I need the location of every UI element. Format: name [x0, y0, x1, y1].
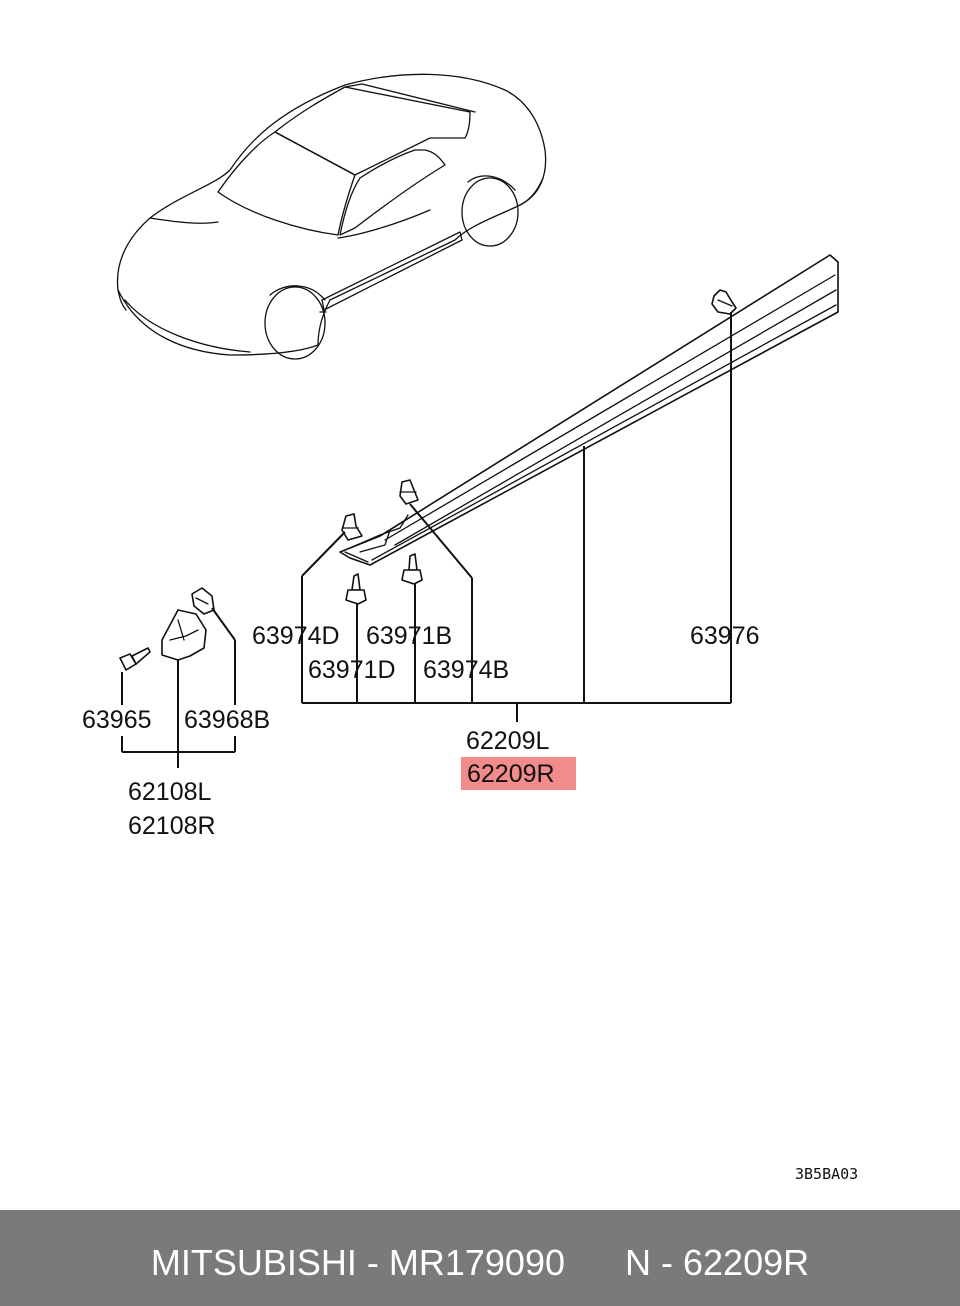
mud-guard-assembly: [119, 587, 215, 671]
clip-63974d-icon: [341, 513, 363, 541]
callout-62108l[interactable]: 62108L: [128, 778, 212, 806]
drawing-code: 3B5BA03: [795, 1165, 858, 1183]
callout-62209l[interactable]: 62209L: [466, 727, 550, 755]
footer-brand: MITSUBISHI: [150, 1242, 357, 1283]
callout-62108r[interactable]: 62108R: [128, 812, 216, 840]
callout-63974b[interactable]: 63974B: [423, 656, 509, 684]
screw-63971b-icon: [401, 553, 423, 585]
callout-63971d[interactable]: 63971D: [308, 656, 396, 684]
clip-63974b-icon: [399, 479, 419, 505]
footer-bar: MITSUBISHI - MR179090 N - 62209R: [0, 1210, 960, 1306]
screw-63971d-icon: [345, 573, 367, 605]
callout-63971b[interactable]: 63971B: [366, 622, 452, 650]
leader-lines: [121, 312, 732, 768]
callout-62209r[interactable]: 62209R: [467, 760, 555, 788]
car-illustration: [116, 73, 547, 360]
callout-63974d[interactable]: 63974D: [252, 622, 340, 650]
callout-63968b[interactable]: 63968B: [184, 706, 270, 734]
highlight-62209r: [461, 757, 576, 790]
side-sill-molding: [339, 254, 839, 566]
callout-63976[interactable]: 63976: [690, 622, 760, 650]
exploded-parts-diagram: 63974D 63971B 63976 63971D 63974B 63965 …: [82, 73, 858, 1183]
footer-callout-ref: N - 62209R: [625, 1242, 810, 1283]
clip-63976-icon: [711, 289, 737, 315]
footer-text: MITSUBISHI - MR179090 N - 62209R: [150, 1242, 810, 1283]
footer-part-number: MR179090: [388, 1242, 565, 1283]
callout-63965[interactable]: 63965: [82, 706, 152, 734]
